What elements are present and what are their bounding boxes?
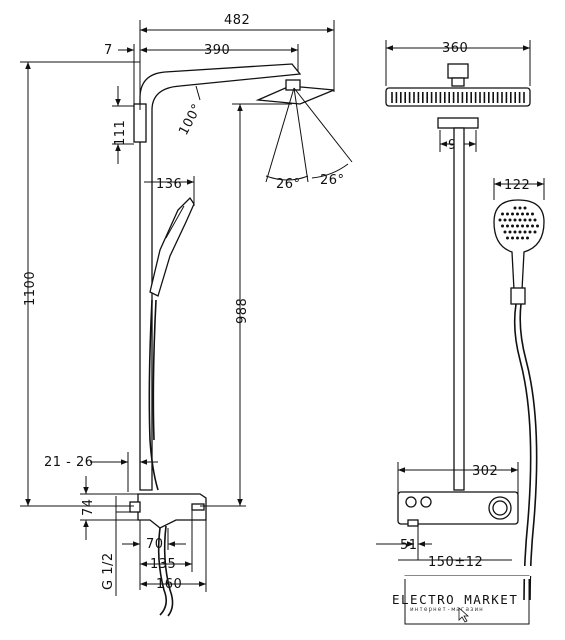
spray-nozzle	[521, 236, 524, 240]
spray-nozzle	[526, 224, 529, 228]
spray-nozzle	[531, 224, 534, 228]
dim-arm-angle: 100°	[176, 101, 205, 137]
shower-joint	[285, 79, 301, 91]
spray-nozzle	[536, 224, 539, 228]
spray-nozzle	[501, 224, 504, 228]
nozzle-row	[391, 92, 525, 103]
spout-front	[407, 519, 419, 527]
spray-nozzle	[501, 212, 504, 216]
hose-front	[513, 303, 532, 601]
spray-nozzle	[513, 230, 517, 234]
spray-nozzle	[518, 206, 522, 210]
spray-nozzle	[533, 230, 537, 234]
electro-market-logo: ELECTRO MARKET интернет-магазин	[392, 575, 530, 625]
dim-thread: G 1/2	[101, 552, 116, 590]
spray-nozzle	[503, 218, 507, 222]
arm-block	[437, 117, 479, 129]
function-button-1	[405, 496, 417, 508]
dim-arm-reach: 390	[204, 43, 230, 58]
dim-head-height: 111	[113, 120, 128, 146]
spray-nozzle	[511, 236, 514, 240]
spray-nozzle	[511, 212, 514, 216]
dim-spray-angle-right: 26°	[320, 173, 345, 188]
dim-total-height: 1100	[23, 271, 38, 306]
thermostat-side	[137, 493, 207, 529]
hose-side	[148, 299, 159, 491]
spray-nozzle	[523, 206, 527, 210]
dim-inlet-offset: 51	[400, 538, 418, 553]
dim-thermostat-width: 302	[472, 464, 498, 479]
spray-nozzle	[518, 218, 522, 222]
dim-mixer-depth-1: 135	[150, 557, 176, 572]
spray-nozzle	[528, 218, 532, 222]
dim-mixer-height: 74	[81, 498, 96, 516]
hand-shower-front	[493, 199, 545, 291]
dim-outlet-offset: 7	[104, 43, 113, 58]
spray-nozzle	[531, 212, 534, 216]
spray-nozzle	[516, 212, 519, 216]
spray-nozzle	[508, 230, 512, 234]
riser-front	[453, 127, 465, 491]
riser-pipe	[139, 63, 302, 491]
spray-nozzle	[506, 224, 509, 228]
spray-nozzle	[513, 206, 517, 210]
cursor-icon	[458, 607, 470, 623]
spray-nozzle	[513, 218, 517, 222]
shower-head-connector	[447, 63, 469, 79]
dim-outlet-height: 988	[235, 298, 250, 324]
logo-name: ELECTRO MARKET	[392, 592, 518, 607]
spray-nozzle	[516, 236, 519, 240]
front-view: 360 98 122 302	[376, 40, 552, 601]
dim-head-diameter: 360	[442, 41, 468, 56]
spray-nozzle	[503, 230, 507, 234]
spray-nozzle	[516, 224, 519, 228]
spray-nozzle	[506, 236, 509, 240]
spray-nozzle	[508, 218, 512, 222]
dim-hand-shower-width: 122	[504, 178, 530, 193]
spray-nozzle	[521, 224, 524, 228]
side-view: 482 390 7 1100 111 100° 988 136 26° 2	[20, 13, 353, 617]
spray-nozzle	[506, 212, 509, 216]
spray-nozzle	[523, 218, 527, 222]
spray-nozzle	[498, 218, 502, 222]
dim-hand-shower-offset: 136	[156, 177, 182, 192]
function-button-2	[420, 496, 432, 508]
logo-tagline: интернет-магазин	[410, 606, 484, 613]
hand-shower-spray-face	[498, 206, 539, 240]
dim-spout-depth: 70	[146, 537, 164, 552]
spray-nozzle	[526, 212, 529, 216]
dim-spray-angle-left: 26°	[276, 177, 301, 192]
hand-shower-side	[149, 196, 195, 297]
spray-nozzle	[526, 236, 529, 240]
spray-nozzle	[511, 224, 514, 228]
dim-wall-gap: 21 - 26	[44, 455, 94, 470]
spray-nozzle	[518, 230, 522, 234]
spray-nozzle	[523, 230, 527, 234]
spray-nozzle	[521, 212, 524, 216]
spray-nozzle	[528, 230, 532, 234]
dim-overall-width: 482	[224, 13, 250, 28]
dim-mixer-depth-2: 160	[156, 577, 182, 592]
spray-nozzle	[533, 218, 537, 222]
